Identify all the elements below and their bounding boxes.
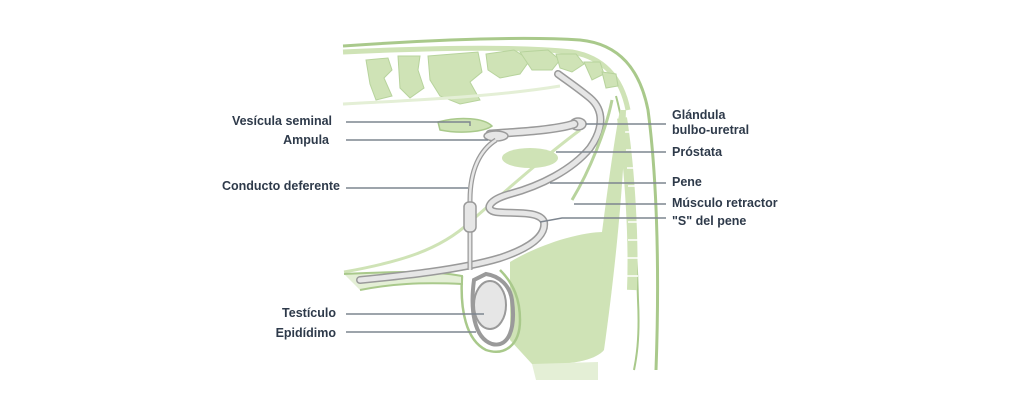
- label-vesicula-seminal: Vesícula seminal: [231, 114, 332, 128]
- penis-inner: [357, 71, 603, 283]
- seminal-vesicle-shape: [437, 117, 494, 133]
- leader-lines: [346, 121, 666, 333]
- body-back-outline: [342, 36, 660, 371]
- label-s-del-pene: "S" del pene: [672, 214, 747, 228]
- spermatic-cord: [463, 201, 477, 233]
- vertebra-7: [583, 61, 605, 81]
- label-glandula-line2: bulbo-uretral: [672, 123, 750, 137]
- thigh: [510, 232, 604, 365]
- scrotum: [460, 269, 522, 353]
- label-glandula-bulbo-uretral: Glándula bulbo-uretral: [672, 108, 749, 138]
- retractor-muscle: [570, 99, 614, 201]
- vertebra-6: [555, 53, 585, 73]
- label-musculo-retractor: Músculo retractor: [672, 196, 778, 210]
- vertebra-5: [519, 49, 561, 71]
- label-conducto-deferente: Conducto deferente: [221, 179, 340, 193]
- vertebra-8: [601, 71, 619, 89]
- vertebra-2: [397, 55, 425, 99]
- vertebra-4: [485, 49, 531, 79]
- label-pene: Pene: [672, 175, 702, 189]
- testis-shape: [473, 280, 507, 330]
- label-ampula: Ampula: [283, 133, 329, 147]
- prostate-shape: [502, 148, 558, 168]
- leader-s-del-pene: [539, 217, 666, 223]
- abdominal-wall: [342, 84, 561, 106]
- thigh-rear: [602, 110, 626, 350]
- thigh-lower: [532, 362, 598, 380]
- epididymis-shape: [470, 271, 515, 347]
- leader-vesicula-seminal: [346, 121, 471, 126]
- label-epididimo: Epidídimo: [275, 326, 336, 340]
- vertebra-1: [365, 57, 393, 101]
- vertebrae: [365, 49, 619, 105]
- vas-deferens-inner: [468, 138, 497, 270]
- label-glandula-line1: Glándula: [672, 108, 726, 122]
- label-testiculo: Testículo: [282, 306, 336, 320]
- vertebra-3: [427, 51, 483, 105]
- label-prostata: Próstata: [672, 145, 723, 159]
